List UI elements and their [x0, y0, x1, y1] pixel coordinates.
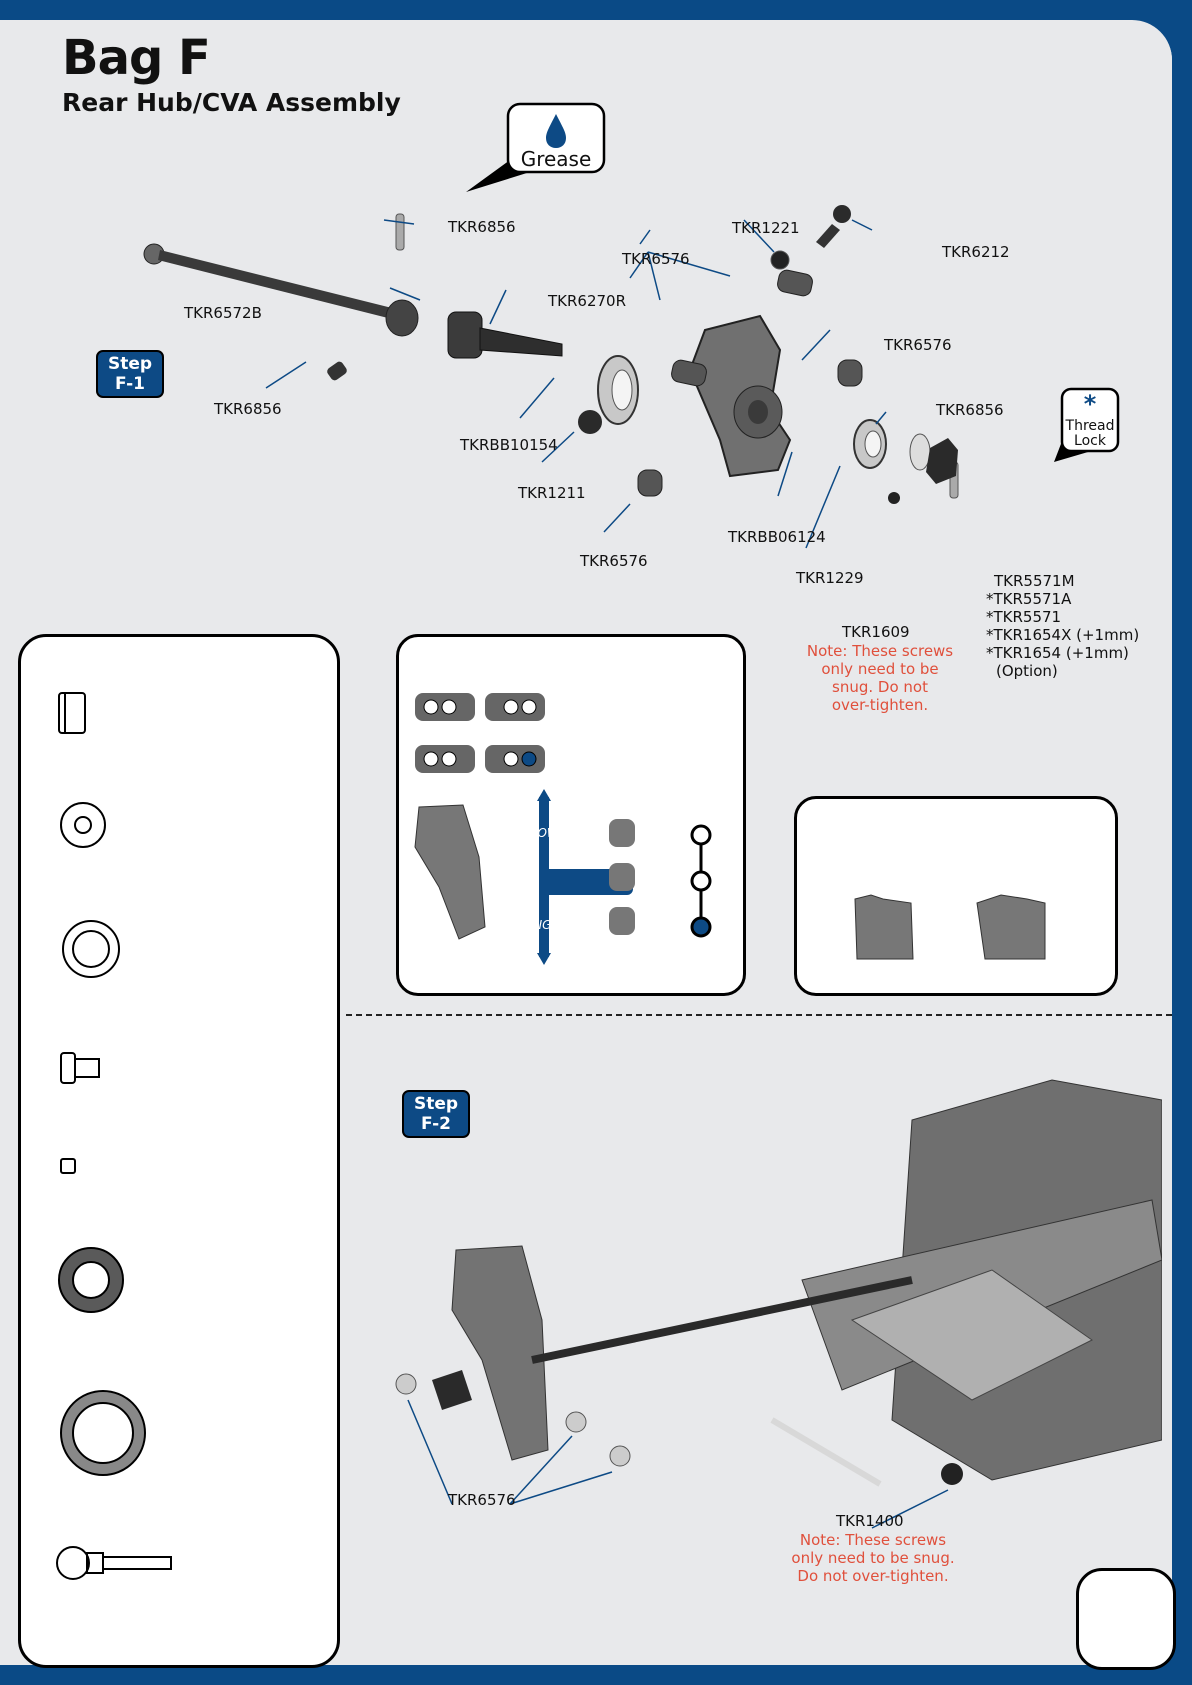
- insert-option-up-2: [485, 693, 545, 721]
- washer-part: [770, 250, 790, 270]
- label-tkrbb10154: TKRBB10154: [460, 436, 558, 454]
- page-subtitle: Rear Hub/CVA Assembly: [62, 88, 401, 117]
- svg-text:Lock: Lock: [1074, 433, 1107, 449]
- insert-position-3: [609, 907, 635, 935]
- ball-stud-part: [816, 205, 851, 248]
- pin-part-top: [395, 213, 405, 251]
- label-tkr1211: TKR1211: [518, 484, 586, 502]
- insert-part-top: [777, 269, 813, 297]
- insert-position-2: [609, 863, 635, 891]
- parts-legend-panel: [18, 634, 340, 1668]
- grease-callout: Grease: [466, 102, 606, 192]
- grease-label: Grease: [521, 147, 592, 171]
- shim-assembled-1: [395, 1373, 417, 1395]
- insert-part-right: [837, 359, 863, 387]
- exploded-view-f1: [143, 205, 959, 549]
- wheel-hex-part: [926, 438, 958, 484]
- thread-lock-star-icon: *: [1084, 390, 1097, 418]
- screw-head-icon: [60, 1052, 76, 1084]
- ball-stud-icon: [56, 1546, 172, 1580]
- insert-right-view: [976, 894, 1046, 960]
- bearing-large-icon: [58, 1247, 124, 1313]
- step-f1-number: F-1: [115, 374, 145, 394]
- shim-assembled-3: [609, 1445, 631, 1467]
- insert-orientation-panel: [794, 796, 1118, 996]
- insert-part-bottom: [637, 469, 663, 497]
- hub-carrier-part: [688, 314, 792, 478]
- step-f1-word: Step: [107, 354, 153, 374]
- driveshaft-assembled: [531, 1276, 913, 1364]
- note-tkr1609: Note: These screws only need to be snug.…: [806, 642, 954, 714]
- label-tkr6576-bottom: TKR6576: [580, 552, 648, 570]
- nut-part: [578, 410, 602, 434]
- set-screw-part: [888, 492, 900, 504]
- drive-axle-part: [447, 311, 563, 359]
- step-f2-word: Step: [413, 1094, 459, 1114]
- high-label: HIGH: [530, 918, 561, 932]
- label-tkr6212: TKR6212: [942, 243, 1010, 261]
- driveshaft-part: [143, 243, 419, 337]
- shim-part: [909, 433, 931, 471]
- label-tkr6856-left: TKR6856: [214, 400, 282, 418]
- assembly-view-f2: [395, 1079, 1162, 1529]
- wheel-hex-assembled: [432, 1370, 472, 1410]
- svg-text:Thread: Thread: [1065, 418, 1115, 434]
- label-tkr6576-f2: TKR6576: [448, 1491, 516, 1509]
- label-tkr1400: TKR1400: [836, 1512, 904, 1530]
- label-tkrbb06124: TKRBB06124: [728, 528, 826, 546]
- insert-option-up-1: [415, 693, 475, 721]
- step-f2-badge: Step F-2: [402, 1090, 470, 1138]
- set-screw-icon: [60, 1158, 76, 1174]
- note-tkr1400: Note: These screws only need to be snug.…: [791, 1531, 955, 1585]
- screw-assembled: [941, 1463, 963, 1485]
- parts-legend-shapes: [56, 692, 172, 1580]
- hole-position-chart: [690, 824, 712, 938]
- page-number-box: [1076, 1568, 1176, 1670]
- bearing-ring-icon: [60, 1390, 146, 1476]
- label-tkr6572b: TKR6572B: [184, 304, 262, 322]
- label-tkr6856-right: TKR6856: [936, 401, 1004, 419]
- tkr5571m-options-list: TKR5571M *TKR5571A *TKR5571 *TKR1654X (+…: [986, 572, 1140, 680]
- shim-washer-icon: [60, 802, 106, 848]
- insert-left-view: [854, 894, 914, 960]
- shim-assembled-2: [565, 1411, 587, 1433]
- insert-part-mid: [671, 359, 707, 387]
- label-tkr6576-right: TKR6576: [884, 336, 952, 354]
- thread-lock-callout: * Thread Lock: [1054, 387, 1120, 462]
- hub-carrier-assembled: [451, 1245, 549, 1461]
- label-tkr6576-top: TKR6576: [622, 250, 690, 268]
- locknut-icon: [58, 692, 86, 734]
- pin-part-left: [327, 361, 347, 381]
- low-label: LOW: [531, 826, 560, 840]
- insert-orientation-diagram: [854, 894, 1046, 960]
- label-tkr6270r: TKR6270R: [548, 292, 627, 310]
- insert-option-down-1: [415, 745, 475, 773]
- step-f2-number: F-2: [421, 1114, 451, 1134]
- bearing-small-part: [853, 419, 887, 469]
- washer-icon: [62, 920, 120, 978]
- label-tkr1221: TKR1221: [732, 219, 800, 237]
- bearing-large-part: [597, 355, 639, 425]
- hub-side-view: [414, 804, 486, 940]
- section-divider: [346, 1014, 1172, 1016]
- label-tkr1609: TKR1609: [842, 623, 910, 641]
- grease-drop-icon: [546, 114, 566, 148]
- insert-option-down-2: [485, 745, 545, 773]
- label-tkr1229: TKR1229: [796, 569, 864, 587]
- step-f1-badge: Step F-1: [96, 350, 164, 398]
- label-tkr6856-top: TKR6856: [448, 218, 516, 236]
- insert-position-1: [609, 819, 635, 847]
- roll-center-panel: LOW HIGH: [396, 634, 746, 996]
- hinge-pin: [770, 1417, 882, 1487]
- roll-center-diagram: LOW HIGH: [414, 693, 712, 965]
- page-title: Bag F: [62, 30, 211, 86]
